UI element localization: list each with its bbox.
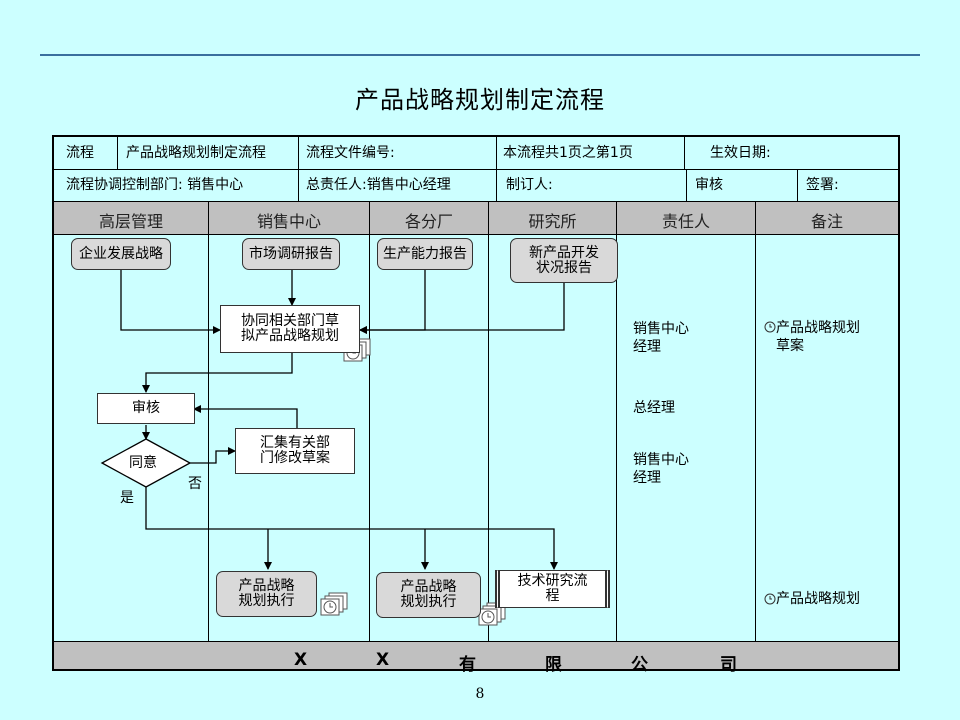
header-coordinating-dept: 流程协调控制部门: 销售中心 (66, 177, 244, 193)
responsible-1: 销售中心经理 (633, 321, 689, 355)
lane-header-band (54, 201, 898, 234)
header-signature: 签署: (806, 177, 839, 193)
node-tech-research-process: 技术研究流程 (495, 570, 610, 608)
footer-char-4: 限 (545, 655, 562, 675)
footer-band (54, 642, 898, 669)
footer-char-2: X (376, 650, 390, 670)
header-doc-number: 流程文件编号: (306, 145, 395, 161)
header-flow-label: 流程 (66, 145, 94, 161)
footer-char-3: 有 (459, 655, 476, 675)
node-enterprise-strategy: 企业发展战略 (71, 238, 171, 270)
footer-char-5: 公 (631, 655, 648, 675)
decision-agree-label: 同意 (129, 455, 157, 471)
footer-char-1: X (294, 650, 308, 670)
remark-2: 产品战略规划 (776, 591, 860, 607)
lane-header-responsible: 责任人 (661, 212, 710, 231)
header-effective-date: 生效日期: (710, 145, 771, 161)
node-strategy-execution-factory: 产品战略规划执行 (376, 572, 481, 618)
header-reviewer: 审核 (695, 177, 723, 193)
branch-no-label: 否 (188, 476, 202, 492)
page-number: 8 (475, 686, 485, 702)
node-strategy-execution-sales: 产品战略规划执行 (216, 571, 317, 617)
decision-diamond (100, 438, 192, 488)
branch-yes-label: 是 (120, 490, 134, 506)
page-title: 产品战略规划制定流程 (355, 86, 605, 114)
remark-1: 产品战略规划草案 (776, 320, 860, 354)
footer-char-6: 司 (720, 655, 737, 675)
lane-header-branch-factories: 各分厂 (404, 212, 453, 231)
header-author: 制订人: (506, 177, 553, 193)
flowchart-table: 流程 产品战略规划制定流程 流程文件编号: 本流程共1页之第1页 生效日期: 流… (52, 135, 900, 671)
node-new-product-status-report: 新产品开发状况报告 (510, 238, 618, 283)
top-rule (40, 54, 920, 56)
responsible-2: 总经理 (633, 400, 675, 416)
node-draft-strategy-plan: 协同相关部门草拟产品战略规划 (220, 305, 360, 353)
header-flow-name: 产品战略规划制定流程 (126, 145, 266, 161)
lane-header-remarks: 备注 (810, 212, 843, 231)
node-review: 审核 (97, 393, 195, 424)
node-capacity-report: 生产能力报告 (377, 238, 473, 270)
lane-header-senior-management: 高层管理 (98, 212, 163, 231)
lane-header-sales-center: 销售中心 (256, 212, 321, 231)
node-collect-revisions: 汇集有关部门修改草案 (235, 428, 355, 474)
header-page-info: 本流程共1页之第1页 (503, 145, 633, 161)
responsible-3: 销售中心经理 (633, 452, 689, 486)
node-market-research-report: 市场调研报告 (242, 238, 340, 270)
lane-header-research-institute: 研究所 (528, 212, 577, 231)
header-owner: 总责任人:销售中心经理 (306, 177, 451, 193)
